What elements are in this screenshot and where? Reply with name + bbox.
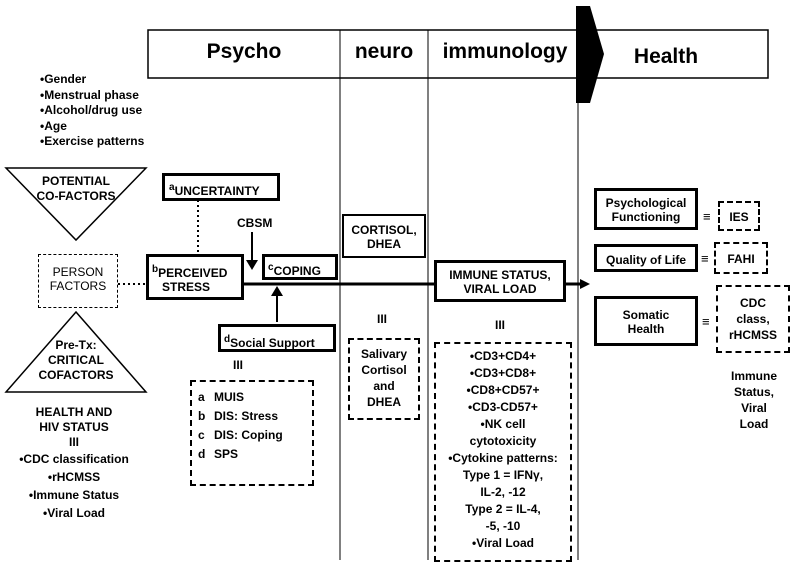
immune-to-health-arrowhead bbox=[580, 279, 590, 289]
immune-viral-note: Immune Status, Viral Load bbox=[730, 369, 777, 431]
health-header-band bbox=[577, 29, 769, 79]
critical-cofactors-label: Pre-Tx: CRITICAL COFACTORS bbox=[38, 338, 114, 382]
immune-roman: III bbox=[495, 318, 506, 332]
cbsm-arrowhead bbox=[246, 260, 258, 270]
immune-measures-box: •CD3+CD4+ •CD3+CD8+ •CD8+CD57+ •CD3-CD57… bbox=[434, 342, 572, 562]
co-factor-item: •Exercise patterns bbox=[40, 134, 145, 148]
header-immunology: immunology bbox=[442, 40, 568, 63]
somatic-health-box: Somatic Health bbox=[594, 296, 698, 346]
psych-roman: III bbox=[233, 358, 244, 372]
co-factor-item: •Age bbox=[40, 118, 67, 133]
immune-status-box: IMMUNE STATUS, VIRAL LOAD bbox=[434, 260, 566, 302]
health-hiv-title: HEALTH AND bbox=[35, 405, 113, 419]
perceived-stress-box: bPERCEIVED STRESS bbox=[146, 254, 244, 300]
salivary-box: Salivary Cortisol and DHEA bbox=[348, 338, 420, 420]
cbsm-label: CBSM bbox=[237, 216, 273, 230]
support-arrowhead bbox=[271, 286, 283, 296]
uncertainty-box: aUNCERTAINTY bbox=[162, 173, 280, 201]
person-factors-box: PERSON FACTORS bbox=[38, 254, 118, 308]
fahi-box: FAHI bbox=[714, 242, 768, 274]
equiv-symbol: ≡ bbox=[702, 314, 710, 329]
quality-of-life-box: Quality of Life bbox=[594, 244, 698, 272]
health-hiv-item: •CDC classification bbox=[19, 452, 129, 466]
health-arrow bbox=[576, 6, 604, 103]
health-hiv-item: •Viral Load bbox=[43, 506, 105, 520]
co-factor-list: •Gender •Menstrual phase •Alcohol/drug u… bbox=[40, 72, 144, 150]
neuro-roman: III bbox=[377, 312, 388, 326]
psych-functioning-box: Psychological Functioning bbox=[594, 188, 698, 230]
potential-cofactors-triangle bbox=[4, 167, 148, 242]
health-hiv-item: •Immune Status bbox=[28, 488, 120, 502]
critical-cofactors-triangle bbox=[4, 310, 148, 393]
equiv-symbol: ≡ bbox=[701, 251, 709, 266]
co-factor-item: •Gender bbox=[40, 72, 87, 86]
ies-box: IES bbox=[718, 201, 760, 231]
health-hiv-status: HEALTH AND HIV STATUS III •CDC classific… bbox=[4, 405, 144, 522]
health-hiv-roman: III bbox=[68, 435, 79, 449]
header-band bbox=[147, 29, 579, 79]
health-hiv-item: •rHCMSS bbox=[47, 470, 101, 484]
potential-cofactors-label: POTENTIAL CO-FACTORS bbox=[36, 174, 116, 203]
cdc-class-box: CDC class, rHCMSS bbox=[716, 285, 790, 353]
header-health: Health bbox=[633, 45, 699, 68]
co-factor-item: •Alcohol/drug use bbox=[40, 103, 143, 117]
cortisol-box: CORTISOL, DHEA bbox=[342, 214, 426, 258]
co-factor-item: •Menstrual phase bbox=[40, 87, 139, 102]
header-neuro: neuro bbox=[354, 40, 414, 63]
equiv-symbol: ≡ bbox=[703, 209, 711, 224]
social-support-box: dSocial Support bbox=[218, 324, 336, 352]
coping-box: cCOPING bbox=[262, 254, 338, 280]
header-psycho: Psycho bbox=[206, 40, 282, 63]
